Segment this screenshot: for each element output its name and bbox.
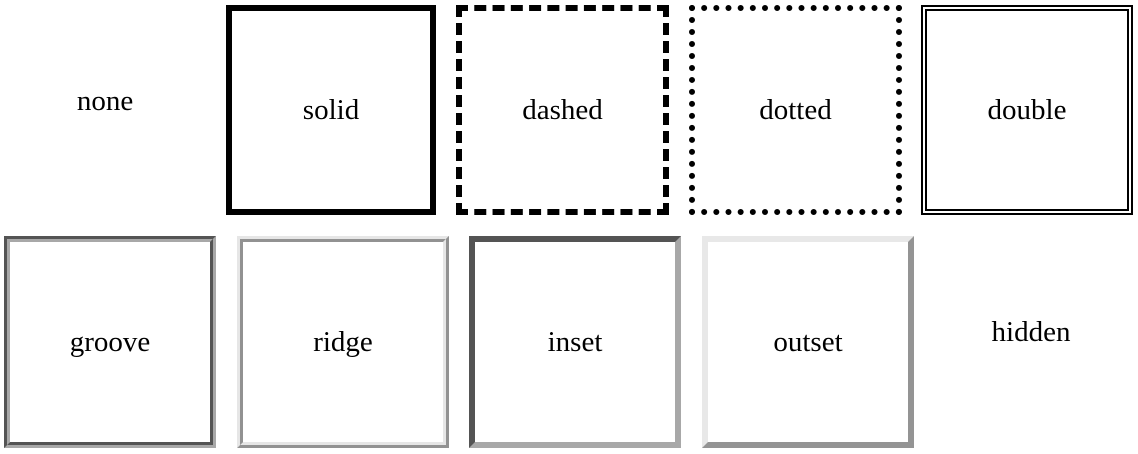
border-box-none: none: [0, 0, 210, 210]
border-box-label: hidden: [991, 315, 1071, 348]
border-box-inset: inset: [469, 236, 681, 448]
border-box-label: ridge: [313, 325, 373, 358]
border-box-label: dotted: [759, 93, 832, 126]
border-box-ridge: ridge: [237, 236, 449, 448]
border-box-outset: outset: [702, 236, 914, 448]
border-box-label: groove: [69, 325, 151, 358]
border-box-label: inset: [547, 325, 603, 358]
border-box-label: double: [987, 93, 1067, 126]
border-box-label: dashed: [522, 93, 603, 126]
border-box-solid: solid: [226, 5, 436, 215]
border-box-hidden: hidden: [925, 226, 1137, 438]
border-box-dotted: dotted: [689, 5, 902, 215]
border-box-label: solid: [302, 93, 360, 126]
border-box-label: none: [76, 84, 134, 117]
border-box-label: outset: [773, 325, 843, 358]
border-box-dashed: dashed: [456, 5, 669, 215]
border-box-double: double: [921, 5, 1133, 215]
border-box-groove: groove: [4, 236, 216, 448]
